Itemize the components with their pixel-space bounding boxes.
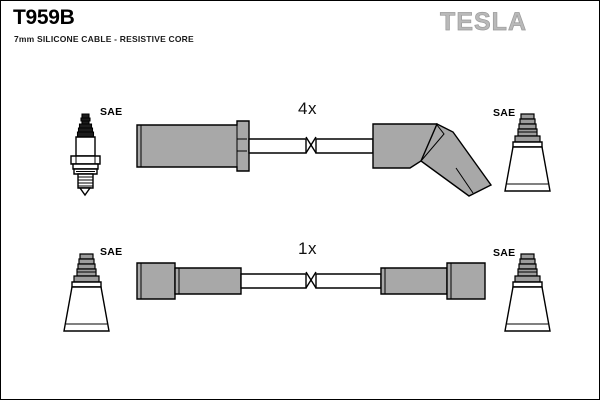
distributor-terminal-row-2-right	[504, 253, 551, 332]
quantity-label-row-2: 1x	[298, 239, 317, 258]
quantity-label-row-1: 4x	[298, 99, 317, 118]
distributor-terminal-row-1-right	[504, 113, 551, 192]
tesla-logo: TESLA	[440, 8, 527, 36]
straight-boot-row-2-left	[136, 262, 242, 300]
sae-label-row-1-left: SAE	[100, 106, 123, 118]
page-title: T959B	[13, 6, 75, 29]
sae-label-row-2-left: SAE	[100, 246, 123, 258]
cable-row-2	[240, 271, 382, 289]
straight-boot-row-2-right	[380, 262, 486, 300]
spark-plug-row-1-left	[70, 113, 101, 197]
cable-row-1	[248, 136, 374, 154]
angled-boot-row-1-right	[372, 123, 493, 197]
distributor-terminal-row-2-left	[63, 253, 110, 332]
sae-label-row-2-right: SAE	[493, 247, 516, 259]
page-subtitle: 7mm SILICONE CABLE - RESISTIVE CORE	[14, 34, 194, 44]
straight-boot-row-1-left	[136, 120, 250, 172]
sae-label-row-1-right: SAE	[493, 107, 516, 119]
